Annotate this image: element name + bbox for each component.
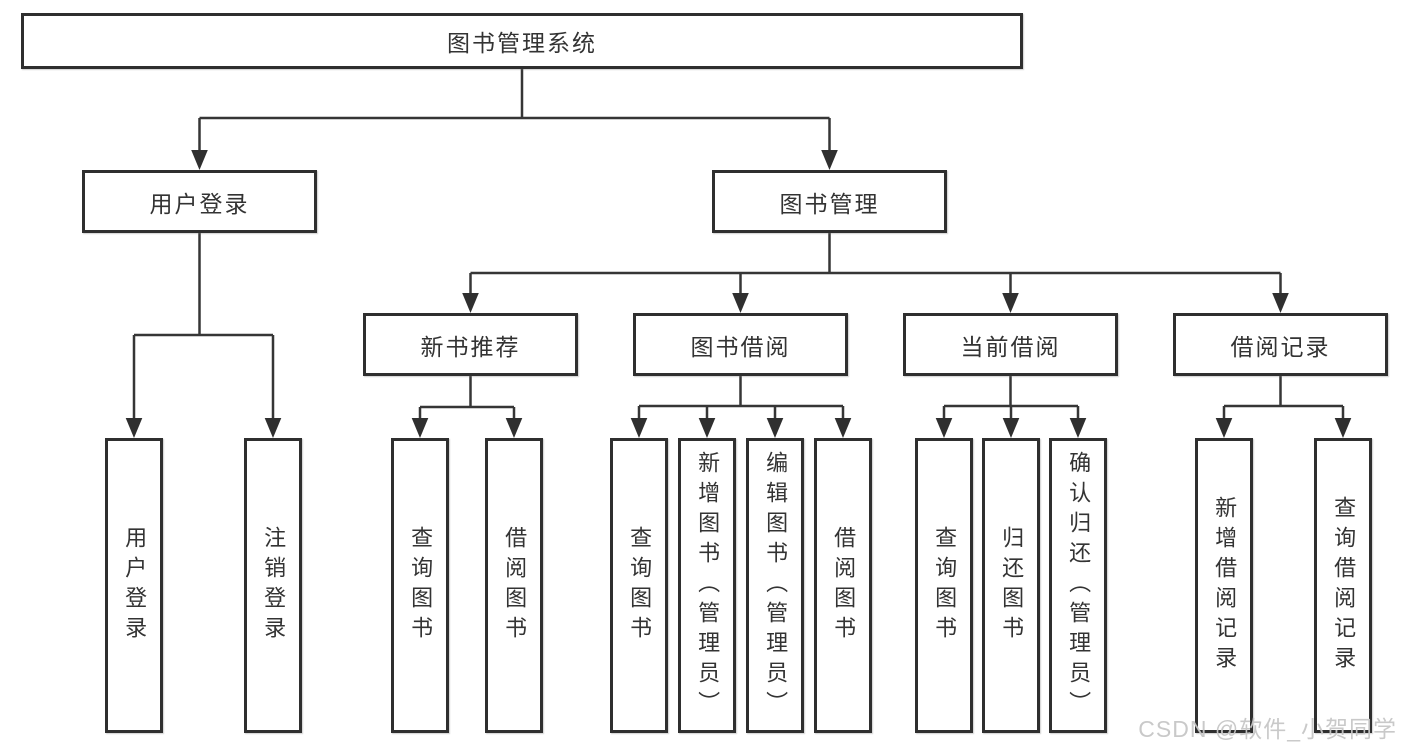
leaf-logout: 注销登录 bbox=[244, 438, 302, 733]
node-book-borrowing: 图书借阅 bbox=[633, 313, 848, 376]
node-root-library-system: 图书管理系统 bbox=[21, 13, 1023, 69]
leaf-borrow-book-2: 借阅图书 bbox=[814, 438, 872, 733]
node-borrowing-records: 借阅记录 bbox=[1173, 313, 1388, 376]
csdn-watermark: CSDN @软件_小贺同学 bbox=[1138, 716, 1397, 742]
leaf-query-borrow-record: 查询借阅记录 bbox=[1314, 438, 1372, 733]
node-user-login: 用户登录 bbox=[82, 170, 317, 233]
leaf-query-book-2: 查询图书 bbox=[610, 438, 668, 733]
leaf-query-book-3: 查询图书 bbox=[915, 438, 973, 733]
leaf-confirm-return-admin: 确认归还（管理员） bbox=[1049, 438, 1107, 733]
leaf-return-book: 归还图书 bbox=[982, 438, 1040, 733]
arrowheads bbox=[125, 150, 1352, 438]
leaf-edit-book-admin: 编辑图书（管理员） bbox=[746, 438, 804, 733]
leaf-add-book-admin: 新增图书（管理员） bbox=[678, 438, 736, 733]
node-current-borrowing: 当前借阅 bbox=[903, 313, 1118, 376]
leaf-borrow-book-1: 借阅图书 bbox=[485, 438, 543, 733]
node-book-management: 图书管理 bbox=[712, 170, 947, 233]
leaf-query-book-1: 查询图书 bbox=[391, 438, 449, 733]
leaf-user-login: 用户登录 bbox=[105, 438, 163, 733]
leaf-add-borrow-record: 新增借阅记录 bbox=[1195, 438, 1253, 733]
node-new-book-recommendation: 新书推荐 bbox=[363, 313, 578, 376]
